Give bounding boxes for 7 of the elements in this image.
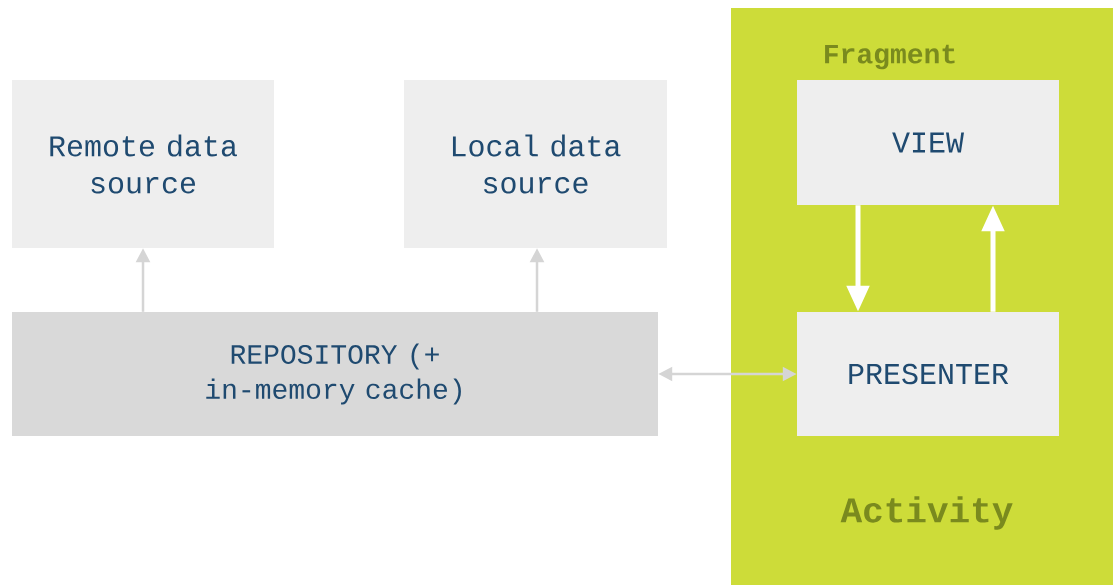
process-box: VIEW [797, 80, 1059, 205]
repository-box: REPOSITORY (+ in-memory cache) [12, 312, 658, 436]
process-box: Remote data source [12, 80, 274, 248]
process-box: PRESENTER [797, 312, 1059, 436]
panel-label: Activity [840, 496, 1013, 530]
process-box: Local data source [404, 80, 667, 248]
panel-label: Fragment [825, 44, 955, 70]
